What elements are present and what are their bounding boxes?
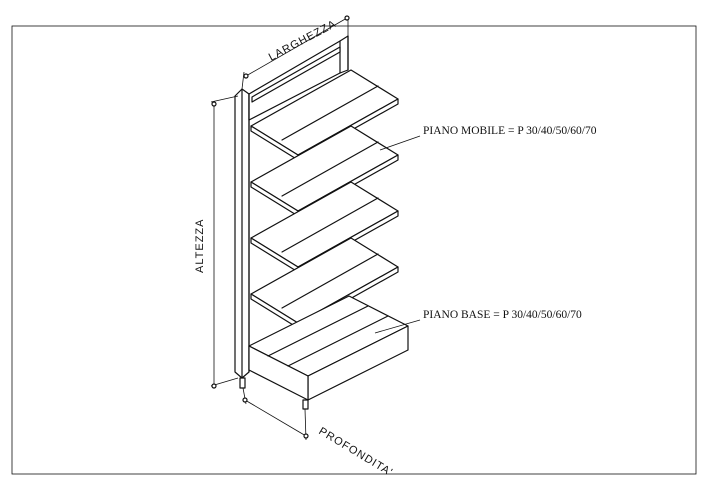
shelf-slat-line xyxy=(281,85,379,141)
height-label: ALTEZZA xyxy=(194,219,206,273)
shelf-base-label: PIANO BASE = P 30/40/50/60/70 xyxy=(423,309,582,321)
depth-label: PROFONDITA' xyxy=(316,425,395,479)
width-dim-end-left xyxy=(243,73,249,79)
page-frame xyxy=(11,25,697,475)
callout-shelf-mobile: PIANO MOBILE = P 30/40/50/60/70 xyxy=(379,125,597,151)
depth-dim-line xyxy=(244,399,307,437)
height-dim-end-top xyxy=(211,101,217,107)
shelf-slat-line xyxy=(281,141,379,197)
callout-leader xyxy=(374,319,421,334)
height-dim-end-bottom xyxy=(211,383,217,389)
base-slat-line xyxy=(267,305,369,357)
base-slat-line xyxy=(287,315,389,367)
upright-foot xyxy=(239,377,246,389)
callout-leader xyxy=(379,135,421,151)
callout-shelf-base: PIANO BASE = P 30/40/50/60/70 xyxy=(374,309,582,334)
shelf-base xyxy=(248,295,409,410)
depth-dim-end-left xyxy=(242,397,248,403)
height-dimension: ALTEZZA xyxy=(194,95,239,389)
width-ext-line-left xyxy=(241,71,245,90)
back-panel xyxy=(234,35,349,379)
width-dim-line xyxy=(245,17,348,77)
shelf-mobile-label: PIANO MOBILE = P 30/40/50/60/70 xyxy=(423,125,597,137)
depth-dim-end-right xyxy=(303,433,309,439)
depth-dimension: PROFONDITA' xyxy=(242,387,395,479)
width-dim-end-right xyxy=(344,15,350,21)
base-foot xyxy=(302,399,309,410)
shelf-slat-line xyxy=(281,253,379,309)
height-ext-line-top xyxy=(210,95,239,103)
shelf-slat-line xyxy=(281,197,379,253)
back-panel-bar xyxy=(251,46,341,103)
